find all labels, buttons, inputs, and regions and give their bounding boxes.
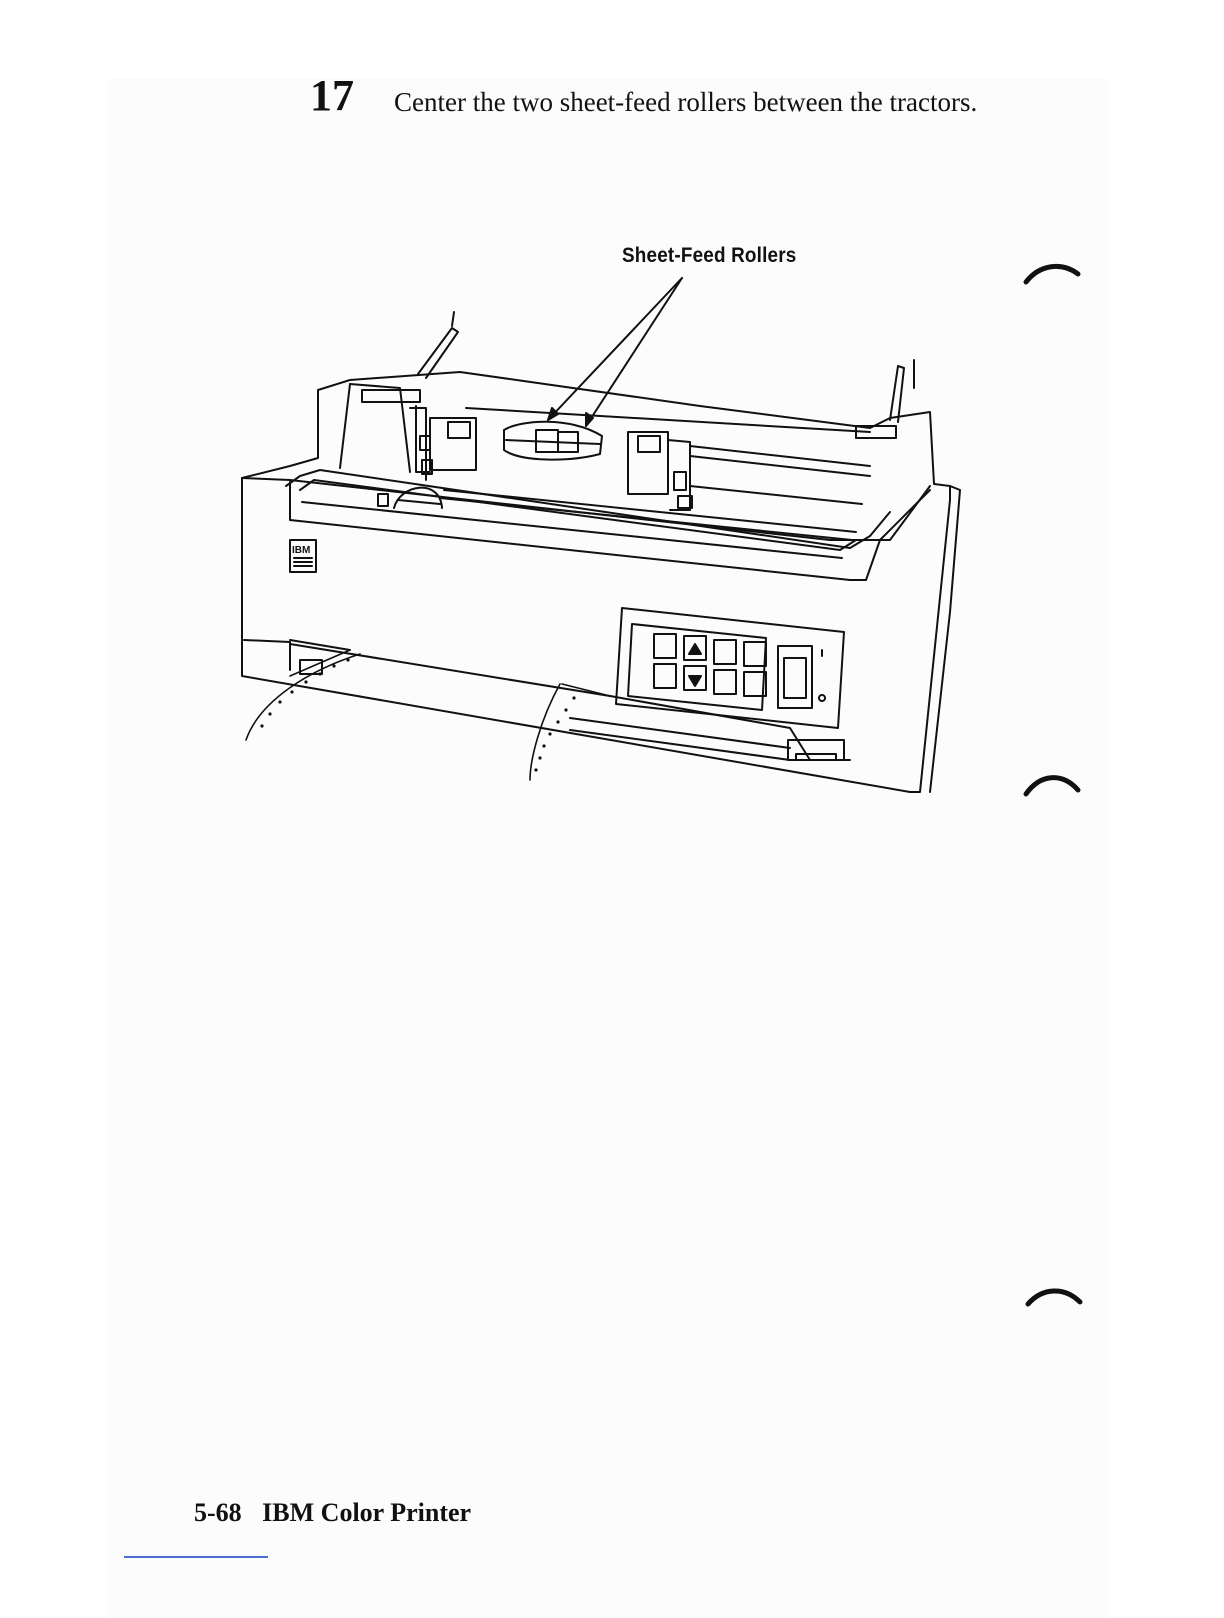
carriage-rails (440, 408, 870, 540)
printer-illustration: IBM (230, 240, 970, 800)
ibm-logo: IBM (290, 540, 316, 572)
control-panel (616, 608, 844, 728)
page-footer: 5-68 IBM Color Printer (194, 1498, 471, 1528)
callout-arrows (548, 278, 682, 426)
page-number: 5-68 (194, 1498, 242, 1527)
paper-perforations (260, 658, 575, 771)
left-tractor (410, 406, 476, 480)
margin-tab-mark (1022, 768, 1082, 798)
svg-text:IBM: IBM (292, 545, 310, 556)
right-tractor (628, 432, 692, 510)
sheet-feed-rollers (504, 422, 602, 460)
margin-tab-mark (1024, 1282, 1084, 1312)
step-instruction: Center the two sheet-feed rollers betwee… (394, 86, 994, 118)
manual-title: IBM Color Printer (262, 1498, 471, 1527)
footer-rule (124, 1556, 268, 1558)
step-number: 17 (310, 72, 354, 120)
margin-tab-mark (1022, 256, 1082, 286)
